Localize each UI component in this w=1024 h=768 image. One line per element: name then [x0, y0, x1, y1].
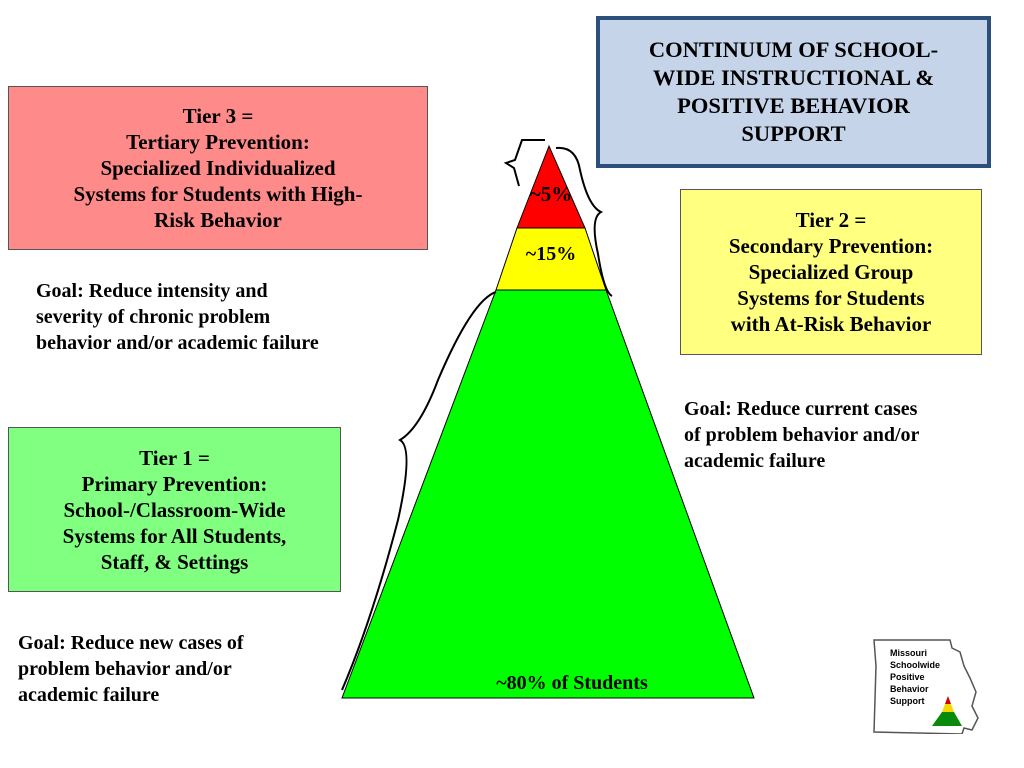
tier2-line-4: Systems for Students	[737, 286, 925, 310]
tier1-brace	[341, 291, 497, 691]
tier1-line-5: Staff, & Settings	[100, 549, 249, 574]
logo-pyramid-green	[932, 712, 962, 726]
tier3-line-1: Tier 3 =	[182, 104, 254, 128]
logo-line-2: Schoolwide	[890, 660, 940, 670]
logo-pyramid-red	[945, 696, 951, 704]
tier3-goal-line-3: behavior and/or academic failure	[36, 332, 319, 354]
title-line-2: WIDE INSTRUCTIONAL &	[652, 65, 935, 90]
pyramid-top-section	[516, 144, 586, 229]
tier3-goal-line-1: Goal: Reduce intensity and	[36, 280, 268, 302]
tier3-line-4: Systems for Students with High-	[73, 182, 363, 206]
tier3-line-3: Specialized Individualized	[100, 156, 336, 180]
tier2-goal-line-1: Goal: Reduce current cases	[684, 398, 918, 420]
tier2-box: Tier 2 = Secondary Prevention: Specializ…	[680, 189, 982, 355]
tier2-line-5: with At-Risk Behavior	[730, 312, 932, 336]
logo-line-5: Support	[890, 696, 925, 706]
tier2-goal-line-2: of problem behavior and/or	[684, 424, 920, 446]
tier1-goal: Goal: Reduce new cases of problem behavi…	[18, 630, 244, 708]
tier2-brace	[555, 146, 613, 297]
tier3-line-5: Risk Behavior	[154, 208, 282, 232]
title-box: CONTINUUM OF SCHOOL- WIDE INSTRUCTIONAL …	[596, 16, 991, 168]
logo-line-3: Positive	[890, 672, 925, 682]
pyramid-top-label: ~5%	[530, 182, 572, 206]
tier2-line-1: Tier 2 =	[795, 208, 867, 232]
tier3-goal-line-2: severity of chronic problem	[36, 306, 271, 328]
tier1-line-2: Primary Prevention:	[81, 471, 268, 496]
title-line-4: SUPPORT	[741, 121, 846, 146]
tier1-line-4: Systems for All Students,	[62, 523, 287, 548]
tier2-line-3: Specialized Group	[748, 260, 914, 284]
tier1-goal-line-1: Goal: Reduce new cases of	[18, 632, 244, 654]
tier1-goal-line-3: academic failure	[18, 684, 160, 706]
tier1-goal-line-2: problem behavior and/or	[18, 658, 232, 680]
tier1-line-1: Tier 1 =	[139, 445, 210, 470]
tier2-line-2: Secondary Prevention:	[728, 234, 934, 258]
tier3-line-2: Tertiary Prevention:	[126, 130, 310, 154]
logo-pyramid-yellow	[942, 704, 954, 712]
pyramid-middle-label: ~15%	[526, 243, 576, 265]
logo-line-1: Missouri	[890, 648, 927, 658]
title-line-1: CONTINUUM OF SCHOOL-	[648, 37, 939, 62]
tier1-box: Tier 1 = Primary Prevention: School-/Cla…	[8, 427, 341, 592]
tier2-goal: Goal: Reduce current cases of problem be…	[684, 396, 919, 474]
pyramid-bottom-label: ~80% of Students	[496, 672, 648, 694]
tier2-goal-line-3: academic failure	[684, 450, 826, 472]
logo-line-4: Behavior	[890, 684, 929, 694]
tier3-box: Tier 3 = Tertiary Prevention: Specialize…	[8, 86, 428, 250]
missouri-swpbs-logo: Missouri Schoolwide Positive Behavior Su…	[873, 639, 979, 734]
tier3-goal: Goal: Reduce intensity and severity of c…	[36, 278, 319, 356]
title-line-3: POSITIVE BEHAVIOR	[677, 93, 910, 118]
tier3-brace	[503, 139, 545, 187]
tier1-line-3: School-/Classroom-Wide	[63, 497, 286, 522]
